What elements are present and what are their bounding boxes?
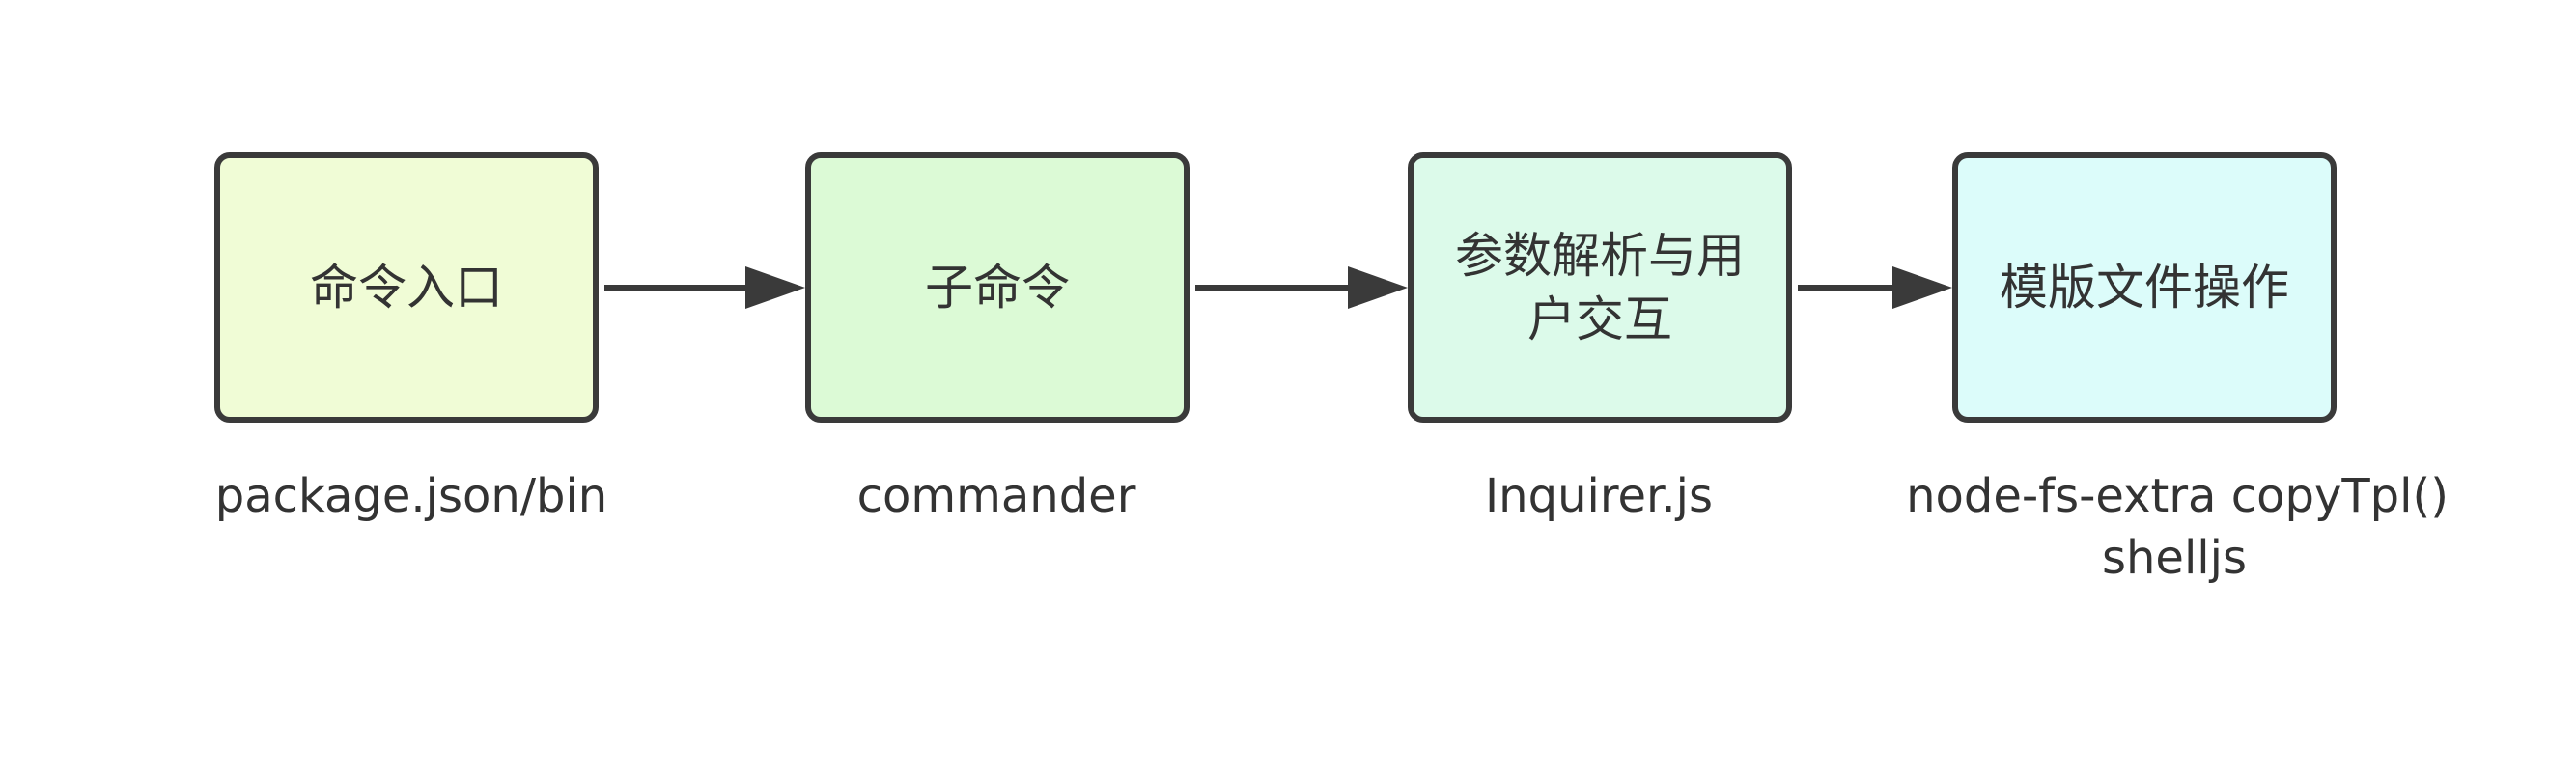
node-label-argument-parsing: 参数解析与用户交互: [1455, 228, 1745, 347]
node-argument-parsing: 参数解析与用户交互: [1408, 152, 1792, 423]
caption-entry: package.json/bin: [214, 469, 608, 523]
arrow-entry-to-subcommand: [604, 266, 805, 309]
node-template-operations: 模版文件操作: [1952, 152, 2337, 423]
caption-template-line2: shelljs: [2102, 531, 2247, 585]
arrow-subcommand-to-interaction: [1195, 266, 1408, 309]
caption-template-line1: node-fs-extra copyTpl(): [1906, 469, 2449, 523]
node-label-command-entry: 命令入口: [310, 260, 503, 316]
caption-subcommand: commander: [856, 469, 1136, 523]
node-label-template-operations: 模版文件操作: [2000, 260, 2289, 316]
node-command-entry: 命令入口: [214, 152, 599, 423]
node-subcommand: 子命令: [805, 152, 1190, 423]
arrow-interaction-to-template: [1798, 266, 1952, 309]
node-label-subcommand: 子命令: [925, 260, 1070, 316]
caption-interaction: Inquirer.js: [1485, 469, 1713, 523]
